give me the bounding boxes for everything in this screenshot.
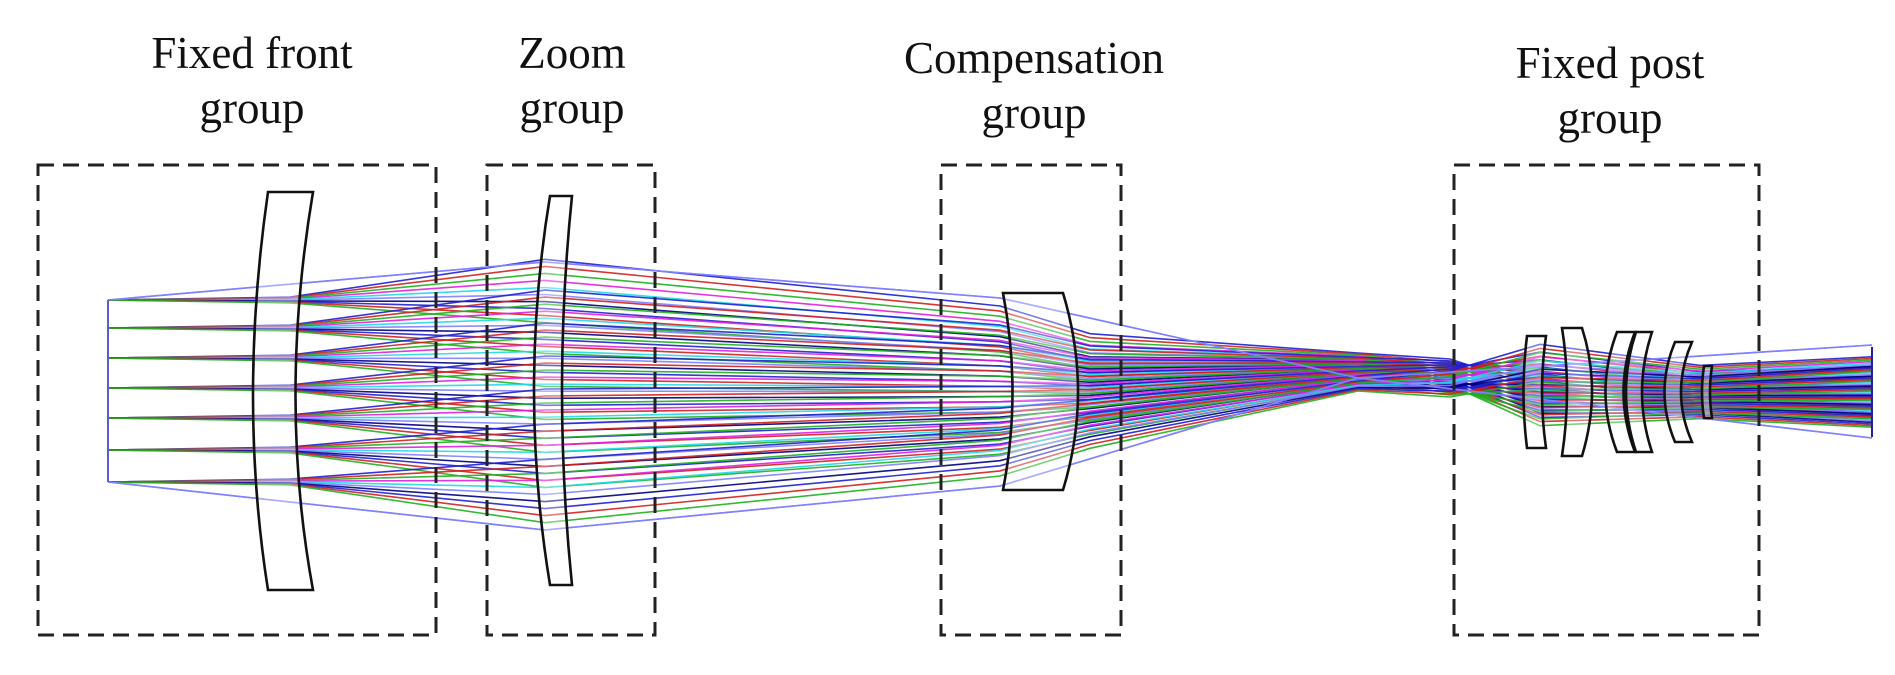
ray-6-1 <box>107 347 1873 483</box>
post-lens-5 <box>1663 340 1694 444</box>
fixed-front-group-label-line1: Fixed front <box>151 28 353 78</box>
ray-6-6 <box>107 365 1873 503</box>
fixed-front-group-box <box>36 163 438 637</box>
ray-4-3 <box>107 371 1873 419</box>
ray-6-5 <box>107 364 1873 496</box>
ray-4-2 <box>107 367 1873 419</box>
fixed-front-group-label-line2: group <box>200 83 305 133</box>
fixed-post-group-label-line2: group <box>1558 93 1663 143</box>
ray-6-3 <box>107 355 1873 483</box>
ray-4-0 <box>107 358 1873 419</box>
fixed-post-group-label-line1: Fixed post <box>1516 38 1705 88</box>
compensation-group-box <box>939 163 1123 637</box>
post-lens-1 <box>1522 334 1548 450</box>
fixed-post-lens-cluster <box>1522 326 1714 458</box>
ray-5-3 <box>107 363 1873 451</box>
zoom-group-box <box>485 163 657 637</box>
ray-6-4 <box>107 360 1873 489</box>
ray-6-9 <box>107 370 1873 524</box>
ray-6-0 <box>107 343 1873 483</box>
post-lens-2 <box>1560 326 1594 458</box>
front-meniscus-lens <box>251 190 315 592</box>
post-lens-4 <box>1624 330 1654 454</box>
compensation-lens <box>1001 291 1080 492</box>
zoom-meniscus-lens <box>532 194 574 587</box>
marginal-ray-2 <box>107 261 1873 439</box>
ray-5-1 <box>107 355 1873 451</box>
zoom-group-label-line2: group <box>520 83 625 133</box>
ray-5-2 <box>107 359 1873 451</box>
compensation-group-label-line2: group <box>982 88 1087 138</box>
post-lens-6 <box>1700 364 1714 420</box>
ray-6-7 <box>107 367 1873 510</box>
ray-4-1 <box>107 363 1873 419</box>
zoom-group-label-line1: Zoom <box>518 28 626 78</box>
marginal-ray-3 <box>107 344 1873 531</box>
ray-6-8 <box>107 368 1873 517</box>
compensation-group-label-line1: Compensation <box>904 33 1164 83</box>
ray-bundles <box>107 258 1873 531</box>
fixed-post-group-box <box>1452 163 1761 637</box>
